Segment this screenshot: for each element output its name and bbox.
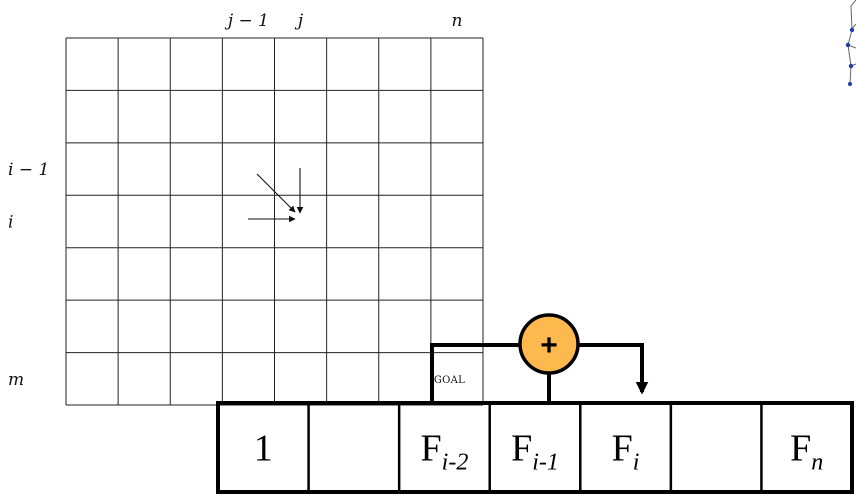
dp-grid-lines — [65, 37, 484, 406]
array-cell-main: F — [612, 428, 633, 470]
array-cell-value: Fi-1 — [511, 428, 559, 476]
array-cell-subscript: i-1 — [532, 450, 559, 476]
adder-connections — [430, 343, 649, 403]
wire-from-f-i-2 — [430, 343, 520, 403]
dp-grid: j − 1 j n i − 1 i m GOAL — [8, 11, 484, 406]
column-label: j — [294, 11, 304, 31]
array-cell-subscript: n — [811, 450, 823, 476]
dp-grid-row-labels: i − 1 i m — [8, 160, 49, 390]
array-cell-value: Fn — [790, 428, 823, 476]
array-cell-main: F — [790, 428, 811, 470]
row-label: m — [8, 370, 24, 390]
array-cell-main: 1 — [254, 428, 273, 470]
row-label: i − 1 — [8, 160, 49, 180]
graph-fragment-icon — [845, 0, 856, 86]
row-label: i — [8, 213, 13, 233]
column-label: n — [451, 11, 462, 31]
dp-grid-column-labels: j − 1 j n — [224, 11, 463, 31]
dependency-arrows — [248, 168, 304, 223]
array-cell-value: Fi — [612, 428, 640, 476]
diagonal-arrow — [256, 173, 296, 213]
array-border — [216, 401, 854, 494]
array-cell-value: 1 — [254, 428, 273, 470]
goal-label: GOAL — [434, 375, 465, 386]
array-cell-subscript: i — [633, 450, 640, 476]
wire-to-f-i — [578, 343, 649, 395]
array-cell-value: Fi-2 — [421, 428, 469, 476]
array-cell-subscript: i-2 — [442, 450, 469, 476]
array-cell-main: F — [421, 428, 442, 470]
array-cell-main: F — [511, 428, 532, 470]
adder-node: + — [518, 313, 580, 375]
plus-symbol: + — [540, 329, 558, 362]
adder-circle — [518, 313, 580, 375]
column-label: j − 1 — [224, 11, 269, 31]
